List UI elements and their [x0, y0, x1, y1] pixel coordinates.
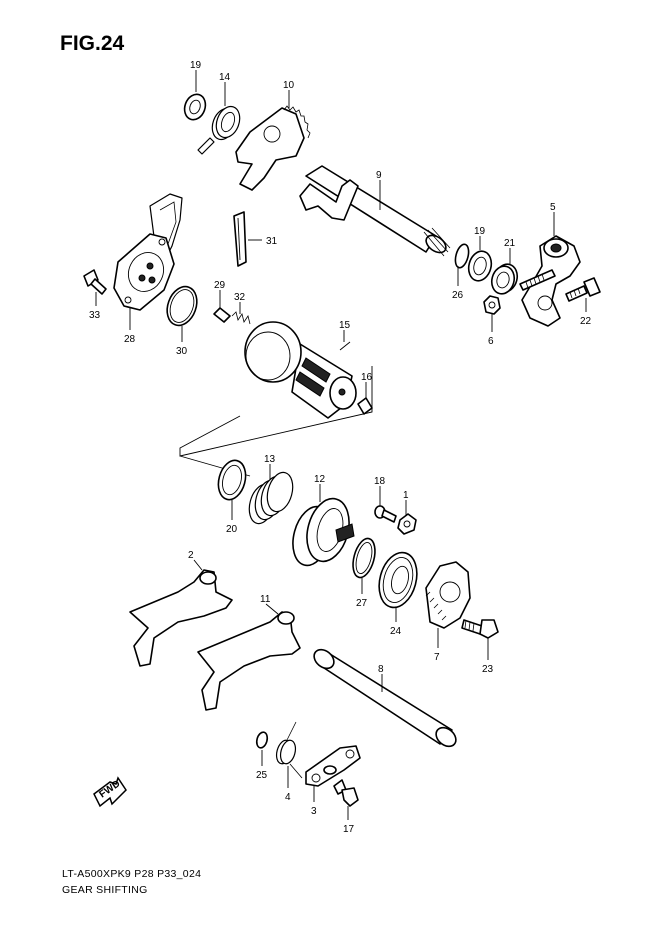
callout-11: 11 — [260, 594, 271, 605]
washer-25 — [255, 731, 269, 749]
spring-14 — [197, 105, 241, 155]
callout-20: 20 — [226, 524, 238, 535]
stopper-arm-3 — [305, 745, 361, 787]
gearshift-arm-10 — [235, 105, 311, 191]
bearing-24 — [378, 551, 418, 609]
callout-3: 3 — [311, 806, 317, 817]
bolt-23 — [461, 619, 499, 639]
callout-24: 24 — [390, 626, 402, 637]
figure-title: FIG.24 — [60, 32, 125, 55]
callout-14: 14 — [219, 72, 231, 83]
spring-13 — [248, 471, 294, 525]
callout-21: 21 — [504, 238, 516, 249]
callout-25: 25 — [256, 770, 268, 781]
callouts: 19 14 10 9 31 19 21 5 26 6 22 33 28 30 2… — [89, 60, 592, 835]
nut-1 — [397, 513, 417, 535]
callout-1: 1 — [403, 490, 409, 501]
callout-19-top: 19 — [190, 60, 202, 71]
leader-lines — [95, 70, 587, 820]
callout-12: 12 — [314, 474, 326, 485]
callout-13: 13 — [264, 454, 276, 465]
callout-10: 10 — [283, 80, 295, 91]
gearshift-cam-driven-gear-12 — [292, 497, 355, 567]
gearshift-fork-11 — [197, 611, 301, 711]
callout-32: 32 — [234, 292, 246, 303]
bolt-17 — [333, 779, 359, 807]
gearshift-fork-2 — [129, 569, 233, 667]
gearshift-cam-15 — [244, 321, 373, 419]
spring-32 — [231, 311, 251, 325]
callout-6: 6 — [488, 336, 494, 347]
callout-17: 17 — [343, 824, 355, 835]
callout-30: 30 — [176, 346, 188, 357]
oil-seal-21 — [490, 263, 519, 295]
gearshift-lever-5 — [519, 235, 581, 327]
gearshift-cover-28 — [113, 233, 175, 311]
callout-29: 29 — [214, 280, 226, 291]
callout-5: 5 — [550, 202, 556, 213]
gearshift-shaft-9 — [299, 165, 451, 257]
callout-2: 2 — [188, 550, 194, 561]
callout-27: 27 — [356, 598, 368, 609]
nut-6 — [483, 295, 501, 315]
callout-8: 8 — [378, 664, 384, 675]
callout-22: 22 — [580, 316, 592, 327]
stopper-pin-31 — [233, 211, 262, 267]
circlip-26 — [454, 243, 470, 269]
callout-31: 31 — [266, 236, 278, 247]
callout-16: 16 — [361, 372, 373, 383]
bolt-18 — [374, 505, 397, 523]
bolt-33 — [83, 269, 107, 295]
callout-4: 4 — [285, 792, 291, 803]
o-ring-30 — [166, 285, 198, 327]
gearshift-fork-shaft-8 — [313, 648, 457, 748]
callout-19-right: 19 — [474, 226, 486, 237]
callout-33: 33 — [89, 310, 101, 321]
figure-caption: GEAR SHIFTING — [62, 884, 148, 896]
callout-7: 7 — [434, 652, 440, 663]
washer-19-right — [467, 250, 493, 282]
washer-20 — [217, 459, 247, 501]
fwd-arrow-icon: FWD — [93, 776, 127, 808]
callout-28: 28 — [124, 334, 136, 345]
callout-23: 23 — [482, 664, 494, 675]
callout-18: 18 — [374, 476, 386, 487]
callout-26: 26 — [452, 290, 464, 301]
spring-4 — [275, 721, 303, 779]
model-code: LT-A500XPK9 P28 P33_024 — [62, 868, 202, 880]
washer-19-top — [183, 93, 207, 121]
circlip-27 — [352, 537, 376, 579]
callout-9: 9 — [376, 170, 382, 181]
gearshift-cam-stopper-7 — [425, 561, 471, 629]
callout-15: 15 — [339, 320, 351, 331]
pin-29 — [213, 307, 231, 323]
bolt-22 — [565, 277, 601, 302]
